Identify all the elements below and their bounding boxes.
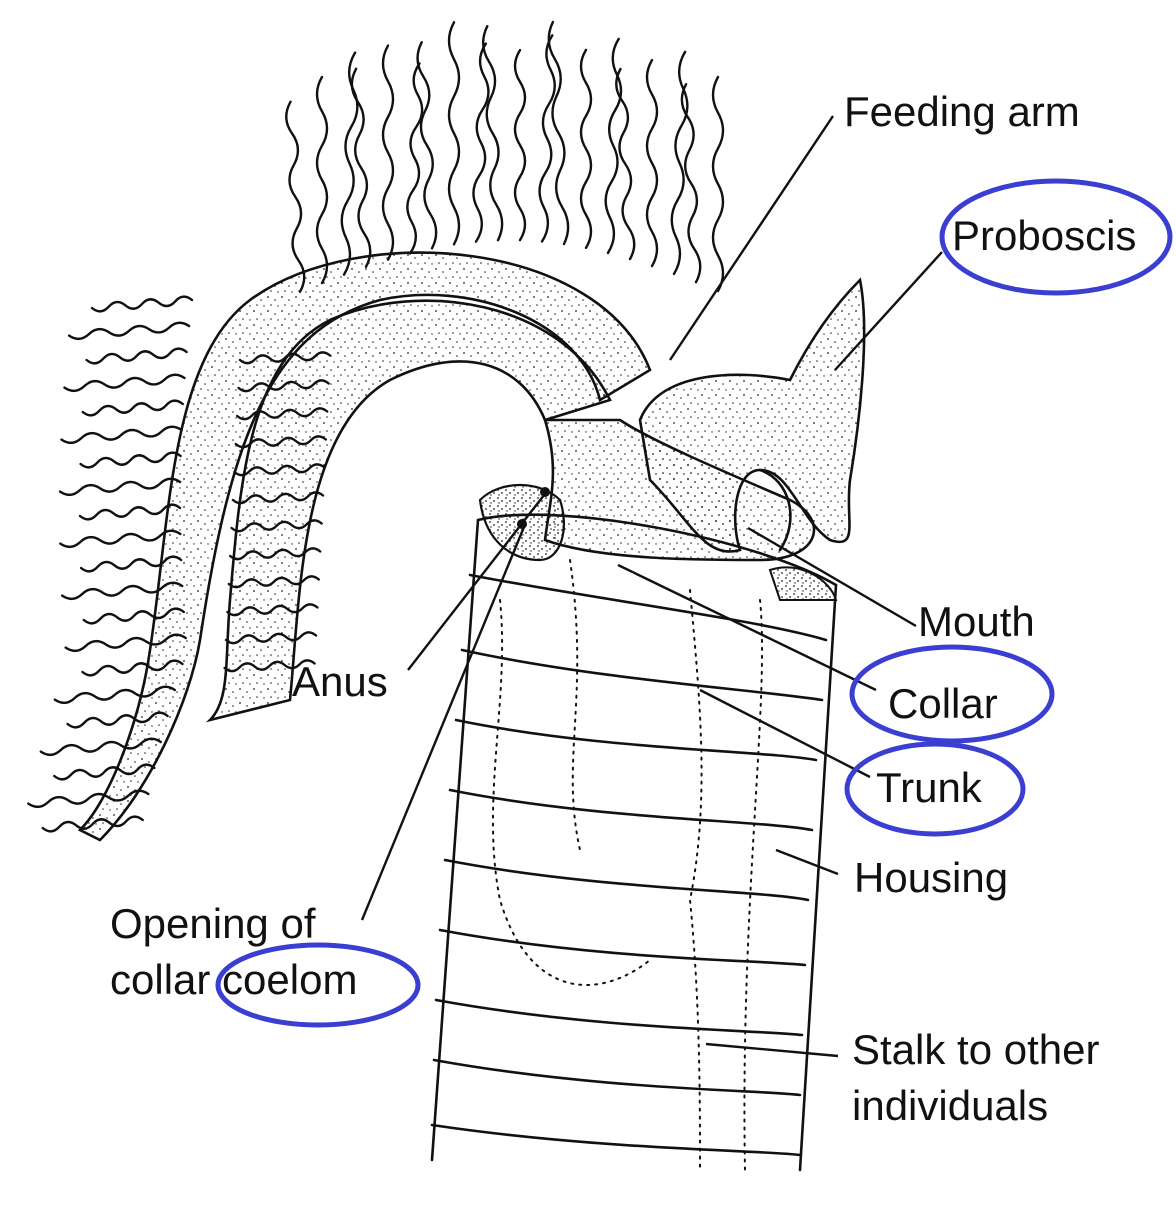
label-opening-line1: Opening of [110, 900, 316, 947]
tentacle [645, 58, 659, 268]
tentacle [223, 659, 316, 673]
tentacle [85, 347, 188, 365]
tentacle [82, 607, 185, 625]
label-opening-line2: collar coelom [110, 956, 358, 1003]
leader-mouth [747, 526, 917, 628]
tentacles [27, 20, 725, 833]
tentacle [39, 737, 162, 756]
tentacle [238, 351, 332, 365]
label-housing: Housing [854, 854, 1009, 901]
tentacle [538, 34, 556, 243]
tentacle [78, 503, 182, 521]
tentacle [711, 75, 725, 293]
leader-lines [360, 115, 943, 1058]
tentacle [41, 815, 144, 833]
tentacle [66, 711, 169, 729]
trunk-highlight-ring [844, 741, 1026, 837]
tentacle [230, 519, 323, 533]
leader-trunk [699, 688, 871, 779]
tentacle [234, 435, 327, 449]
coelom-highlight-ring [215, 942, 421, 1028]
tentacle [615, 67, 636, 261]
tentacle [227, 575, 320, 589]
label-trunk: Trunk [876, 764, 982, 811]
tentacle [406, 62, 424, 255]
tentacle [81, 659, 184, 677]
label-mouth: Mouth [918, 598, 1035, 645]
tentacle [64, 633, 187, 652]
tentacle [226, 603, 319, 617]
tentacle [231, 491, 325, 505]
tentacle [680, 83, 702, 284]
label-stalk-line1: Stalk to other [852, 1026, 1100, 1073]
highlight-rings [215, 178, 1173, 1028]
leader-opening [360, 526, 526, 921]
collar-highlight-ring [849, 644, 1055, 744]
tentacle [547, 20, 570, 246]
tentacle [513, 48, 527, 242]
tentacle [58, 477, 182, 496]
tentacle [224, 631, 318, 645]
proboscis-highlight-ring [939, 178, 1173, 296]
label-anus: Anus [292, 658, 388, 705]
label-collar: Collar [888, 680, 998, 727]
tentacle [381, 44, 395, 261]
tentacle [340, 51, 359, 276]
tentacle [350, 67, 372, 268]
tentacle [67, 321, 191, 340]
leader-collar [617, 563, 877, 692]
tentacle [27, 789, 150, 808]
label-proboscis: Proboscis [952, 212, 1137, 259]
housing-tube [430, 513, 838, 1172]
leader-proboscis [834, 251, 943, 371]
tentacle [61, 581, 184, 600]
label-feeding-arm: Feeding arm [844, 88, 1080, 135]
tentacle [416, 41, 438, 250]
label-stalk-line2: individuals [852, 1082, 1049, 1129]
tentacle [482, 25, 504, 242]
leader-stalk [705, 1042, 839, 1058]
tentacle [63, 373, 186, 392]
leader-feeding-arm [669, 115, 834, 361]
tentacle [285, 100, 306, 294]
tentacle [53, 763, 156, 781]
tentacle [236, 407, 329, 421]
tentacle [60, 425, 183, 444]
tentacle [59, 529, 182, 548]
tentacle [90, 295, 194, 313]
tentacle [79, 451, 182, 469]
tentacle [579, 48, 593, 250]
tentacle [472, 42, 490, 243]
tentacle [237, 379, 330, 393]
leader-housing [775, 848, 839, 876]
tentacle [229, 547, 322, 561]
leader-anus [407, 489, 549, 671]
tentacle [233, 463, 326, 477]
tentacle [447, 21, 461, 246]
tentacle [315, 75, 329, 285]
tentacle [81, 399, 184, 417]
tentacle [79, 555, 183, 573]
proboscis-shape [638, 277, 866, 553]
tentacle [53, 685, 177, 704]
